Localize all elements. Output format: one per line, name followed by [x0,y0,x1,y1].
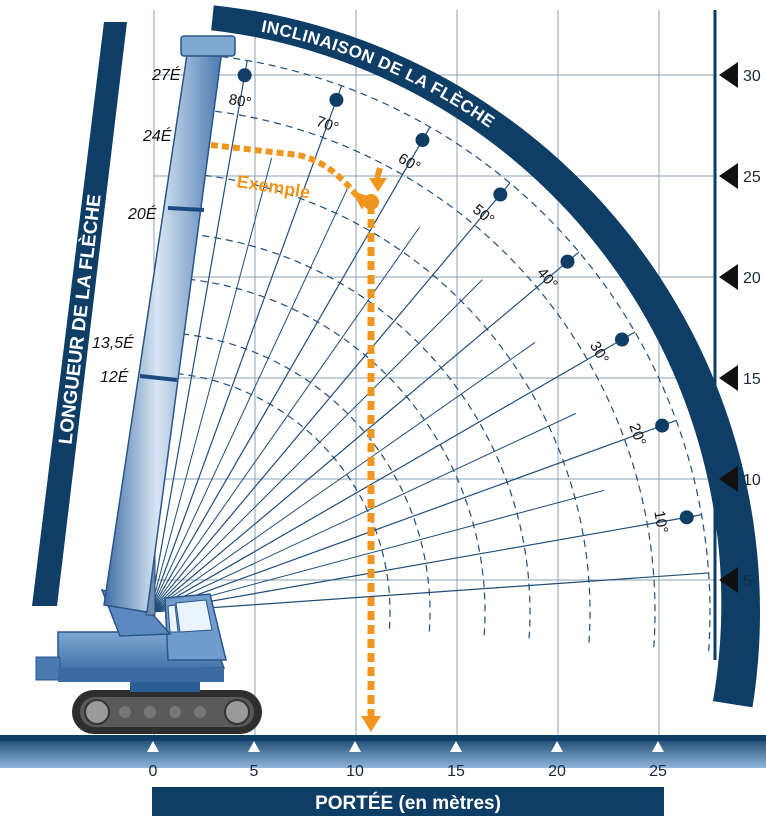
boom-length-12: 12É [100,367,129,386]
reach-tick-0: 0 [149,763,158,780]
angle-label-70: 70° [314,113,341,137]
reach-title: PORTÉE (en mètres) [315,792,501,814]
crane-illustration [35,35,262,734]
angle-label-50: 50° [469,201,497,229]
height-marker-5 [719,567,738,593]
example-point [363,194,379,210]
height-marker-30 [719,62,738,88]
reach-marker-20 [551,741,563,752]
height-tick-5: 5 [743,573,752,590]
reach-marker-0 [147,741,159,752]
height-marker-10 [719,466,738,492]
reach-tick-5: 5 [250,763,259,780]
angle-label-30: 30° [586,339,612,367]
reach-marker-15 [450,741,462,752]
angle-label-20: 20° [625,421,649,448]
height-tick-30: 30 [743,68,761,85]
height-axis: 30 25 20 15 10 5 [713,10,761,660]
reach-tick-20: 20 [548,763,566,780]
height-tick-15: 15 [743,371,761,388]
boom-length-13-5: 13,5É [92,333,134,352]
height-marker-25 [719,163,738,189]
length-title-group: LONGUEUR DE LA FLÈCHE [32,22,127,606]
length-title-bar [32,22,127,606]
height-tick-20: 20 [743,270,761,287]
boom-length-24: 24É [142,126,172,145]
length-title: LONGUEUR DE LA FLÈCHE [54,193,105,445]
boom-head [180,35,236,57]
boom-length-labels: 27É 24É 20É 13,5É 12É [92,65,181,386]
angle-dot-80 [237,68,252,83]
boom-length-arcs [179,55,711,652]
angle-dot-20 [655,418,670,433]
angle-dot-50 [493,187,508,202]
reach-title-bar [152,787,664,816]
reach-tick-15: 15 [447,763,465,780]
reach-marker-10 [349,741,361,752]
angle-dot-10 [679,510,694,525]
height-tick-10: 10 [743,472,761,489]
angle-markers: 80°70°60°50°40°30°20°10° [227,68,694,535]
angle-label-10: 10° [650,509,671,534]
reach-marker-25 [652,741,664,752]
angle-dot-40 [560,254,575,269]
angle-dot-70 [329,92,344,107]
angle-label-80: 80° [227,91,252,112]
angle-label-60: 60° [395,150,423,176]
height-tick-25: 25 [743,169,761,186]
ground-axis: 0 5 10 15 20 25 [0,735,766,780]
height-marker-20 [719,264,738,290]
height-marker-15 [719,365,738,391]
reach-tick-10: 10 [346,763,364,780]
boom-length-27: 27É [151,65,181,84]
angle-dot-60 [415,133,430,148]
angle-lines [149,60,709,613]
angle-dot-30 [614,332,629,347]
reach-tick-25: 25 [649,763,667,780]
example-path: Exemple [210,142,387,732]
boom-length-20: 20É [127,204,157,223]
reach-marker-5 [248,741,260,752]
